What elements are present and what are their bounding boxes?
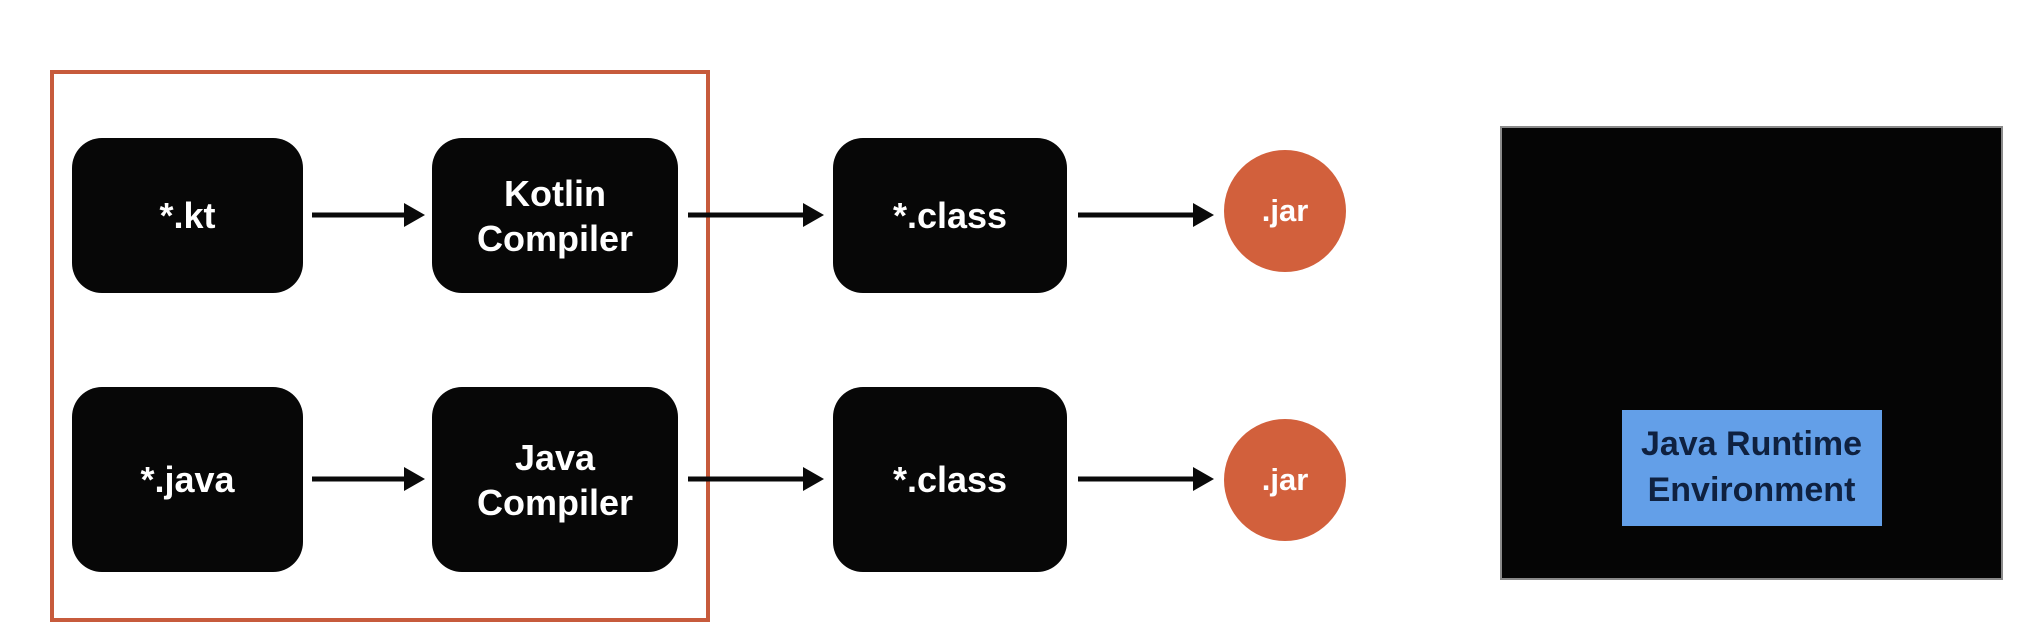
arrow-head-icon <box>803 467 824 491</box>
node-class-kotlin-label: *.class <box>892 195 1008 236</box>
arrow-head-icon <box>404 467 425 491</box>
arrow-shaft <box>688 212 808 218</box>
arrow-head-icon <box>1193 203 1214 227</box>
node-kotlin-compiler-line1: Kotlin <box>504 172 606 214</box>
node-kotlin-compiler: Kotlin Compiler <box>432 138 678 293</box>
jre-box: Java Runtime Environment <box>1500 126 2003 580</box>
node-jar-kotlin: .jar <box>1224 150 1346 272</box>
flow-arrow-kt-to-kotlin-compiler <box>312 199 425 231</box>
arrow-shaft <box>312 476 409 482</box>
jre-label-line1: Java Runtime <box>1640 425 1863 464</box>
node-kt-source-label: *.kt <box>159 195 216 236</box>
jre-label: Java Runtime Environment <box>1621 410 1882 526</box>
node-class-kotlin: *.class <box>833 138 1067 293</box>
node-jar-kotlin-label: .jar <box>1261 193 1309 228</box>
node-java-compiler-line1: Java <box>514 436 596 478</box>
flow-arrow-java-compiler-to-class <box>688 463 824 495</box>
node-java-source-label: *.java <box>140 459 235 500</box>
flow-arrow-class-to-jar-java <box>1078 463 1214 495</box>
flow-arrow-java-to-java-compiler <box>312 463 425 495</box>
arrow-shaft <box>312 212 409 218</box>
jre-label-line2: Environment <box>1647 471 1856 509</box>
arrow-head-icon <box>404 203 425 227</box>
arrow-head-icon <box>1193 467 1214 491</box>
node-java-compiler: Java Compiler <box>432 387 678 572</box>
flow-arrow-kotlin-compiler-to-class <box>688 199 824 231</box>
node-class-java: *.class <box>833 387 1067 572</box>
arrow-shaft <box>1078 476 1198 482</box>
node-java-compiler-line2: Compiler <box>476 481 634 523</box>
node-java-source: *.java <box>72 387 303 572</box>
arrow-head-icon <box>803 203 824 227</box>
arrow-shaft <box>688 476 808 482</box>
node-jar-java-label: .jar <box>1261 462 1309 497</box>
arrow-shaft <box>1078 212 1198 218</box>
node-kt-source: *.kt <box>72 138 303 293</box>
flow-arrow-class-to-jar-kotlin <box>1078 199 1214 231</box>
node-kotlin-compiler-line2: Compiler <box>476 217 634 259</box>
source-and-compiler-group-outline <box>50 70 710 622</box>
node-class-java-label: *.class <box>892 459 1008 500</box>
node-jar-java: .jar <box>1224 419 1346 541</box>
